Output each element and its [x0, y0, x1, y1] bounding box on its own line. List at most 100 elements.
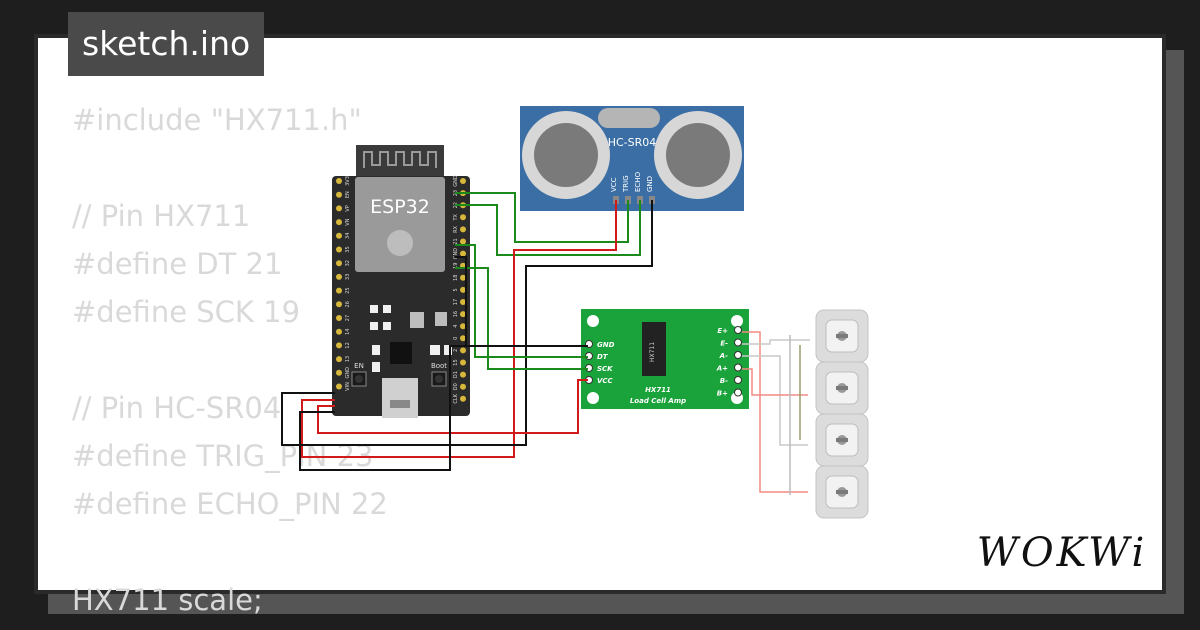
hx711-pin[interactable]	[734, 388, 742, 397]
hx711-chip-label: HX711	[649, 342, 656, 362]
esp32-pin-label: VP	[345, 205, 351, 211]
hx711-pin[interactable]	[734, 338, 742, 347]
wire-trig	[455, 192, 629, 243]
esp32-pin[interactable]	[460, 335, 466, 342]
esp32-pin[interactable]	[336, 287, 342, 294]
load-cell[interactable]	[815, 361, 869, 415]
code-line: #define DT 21	[72, 247, 283, 281]
load-cell-wires	[742, 331, 810, 495]
hx711-pin[interactable]	[734, 351, 742, 359]
esp32-pin-label: CLK	[453, 393, 459, 403]
wire-hcsr04-vcc	[301, 200, 617, 458]
esp32-pin-label: 16	[453, 311, 459, 317]
en-button-label: EN	[354, 362, 364, 370]
sketch-title: sketch.ino	[68, 12, 265, 76]
espressif-logo-icon	[387, 230, 413, 256]
esp32-pin-label: 13	[345, 356, 351, 362]
hcsr04-pin-label: GND	[646, 176, 654, 192]
esp32-pin[interactable]	[336, 232, 342, 239]
esp32-pin[interactable]	[336, 219, 342, 226]
wire-echo	[455, 200, 641, 256]
esp32-pin-label: 18	[453, 275, 459, 281]
esp32-module-shield	[355, 177, 445, 272]
esp32-pin[interactable]	[460, 274, 466, 281]
esp32-pin[interactable]	[336, 356, 342, 363]
hx711-pin-label: VCC	[597, 377, 614, 385]
esp32-pin[interactable]	[460, 226, 466, 233]
esp32-pin[interactable]	[336, 178, 342, 184]
hx711-pin[interactable]	[734, 363, 742, 372]
esp32-pin[interactable]	[460, 311, 466, 318]
esp32-pin-label: 19	[453, 263, 459, 269]
hx711-pin-label: E-	[720, 340, 728, 348]
wire-dt	[455, 244, 588, 358]
code-preview: #include "HX711.h"// Pin HX711#define DT…	[72, 96, 388, 624]
esp32-pin[interactable]	[336, 246, 342, 253]
esp32-pin[interactable]	[336, 301, 342, 308]
esp32-pin-label: GND	[453, 175, 459, 187]
esp32-pin[interactable]	[336, 205, 342, 212]
esp32-pin-label: D1	[453, 371, 459, 378]
crystal-oscillator	[598, 108, 660, 128]
esp32-pin-label: 25	[345, 287, 351, 293]
hcsr04-pin-label: VCC	[610, 177, 618, 192]
hx711-subtitle: Load Cell Amp	[630, 397, 686, 405]
esp32-pin-label: EN	[345, 191, 351, 198]
esp32-pin-label: VN	[345, 218, 351, 225]
esp32-pin[interactable]	[460, 250, 466, 257]
esp32-pin[interactable]	[336, 315, 342, 321]
esp32-pin[interactable]	[460, 347, 466, 354]
esp32-pin-label: 34	[345, 233, 351, 239]
esp32-pin[interactable]	[460, 383, 466, 390]
esp32-pin-label: 14	[345, 329, 351, 335]
code-line: #define SCK 19	[72, 295, 301, 329]
esp32-pin[interactable]	[460, 178, 466, 184]
esp32-pin[interactable]	[460, 238, 466, 245]
esp32-pin[interactable]	[336, 328, 342, 335]
esp32-pin[interactable]	[460, 286, 466, 293]
code-line: // Pin HC-SR04	[72, 391, 282, 425]
hx711-board-label: HX711	[645, 386, 671, 394]
esp32-pin[interactable]	[336, 383, 342, 390]
hcsr04-pin-label: ECHO	[634, 171, 642, 192]
esp32-pin[interactable]	[336, 369, 342, 376]
esp32-pin[interactable]	[460, 323, 466, 330]
wire-ground-return	[299, 345, 575, 471]
esp32-pin-label: 26	[345, 301, 351, 307]
esp32-pin[interactable]	[460, 371, 466, 378]
hx711-pin-label: B+	[717, 390, 728, 398]
esp32-pin-label: GND	[453, 248, 459, 260]
esp32-pin[interactable]	[460, 214, 466, 221]
wires	[281, 192, 653, 471]
load-cell[interactable]	[815, 309, 869, 363]
hx711-pin[interactable]	[734, 326, 742, 334]
hx711-pin-label: A+	[716, 365, 728, 373]
esp32-pin-label: 0	[453, 337, 459, 340]
esp32-pin-label: 35	[345, 246, 351, 252]
esp32-pin[interactable]	[460, 395, 466, 402]
esp32-pin[interactable]	[460, 359, 466, 366]
hx711-right-pins: E+E-A-A+B-B+	[716, 326, 742, 398]
esp32-pin-label: D0	[453, 383, 459, 390]
load-cell[interactable]	[815, 413, 869, 467]
esp32-pin[interactable]	[336, 342, 342, 349]
wire-hcsr04-gnd	[281, 200, 653, 446]
esp32-pin-label: 32	[345, 260, 351, 266]
load-cell[interactable]	[815, 465, 869, 519]
usb-port	[382, 378, 418, 418]
esp32-pin-label: 2	[453, 349, 459, 352]
esp32-pin[interactable]	[460, 299, 466, 305]
hx711-pin-label: DT	[597, 353, 609, 361]
hcsr04-pin-label: TRIG	[622, 175, 630, 193]
esp32-pin[interactable]	[336, 191, 342, 198]
esp32-pin[interactable]	[336, 273, 342, 280]
hx711-pin[interactable]	[734, 376, 742, 384]
esp32-pin[interactable]	[336, 260, 342, 267]
antenna-trace	[363, 151, 437, 168]
code-line: #define ECHO_PIN 22	[72, 487, 388, 521]
hx711-pin-label: GND	[597, 341, 615, 349]
